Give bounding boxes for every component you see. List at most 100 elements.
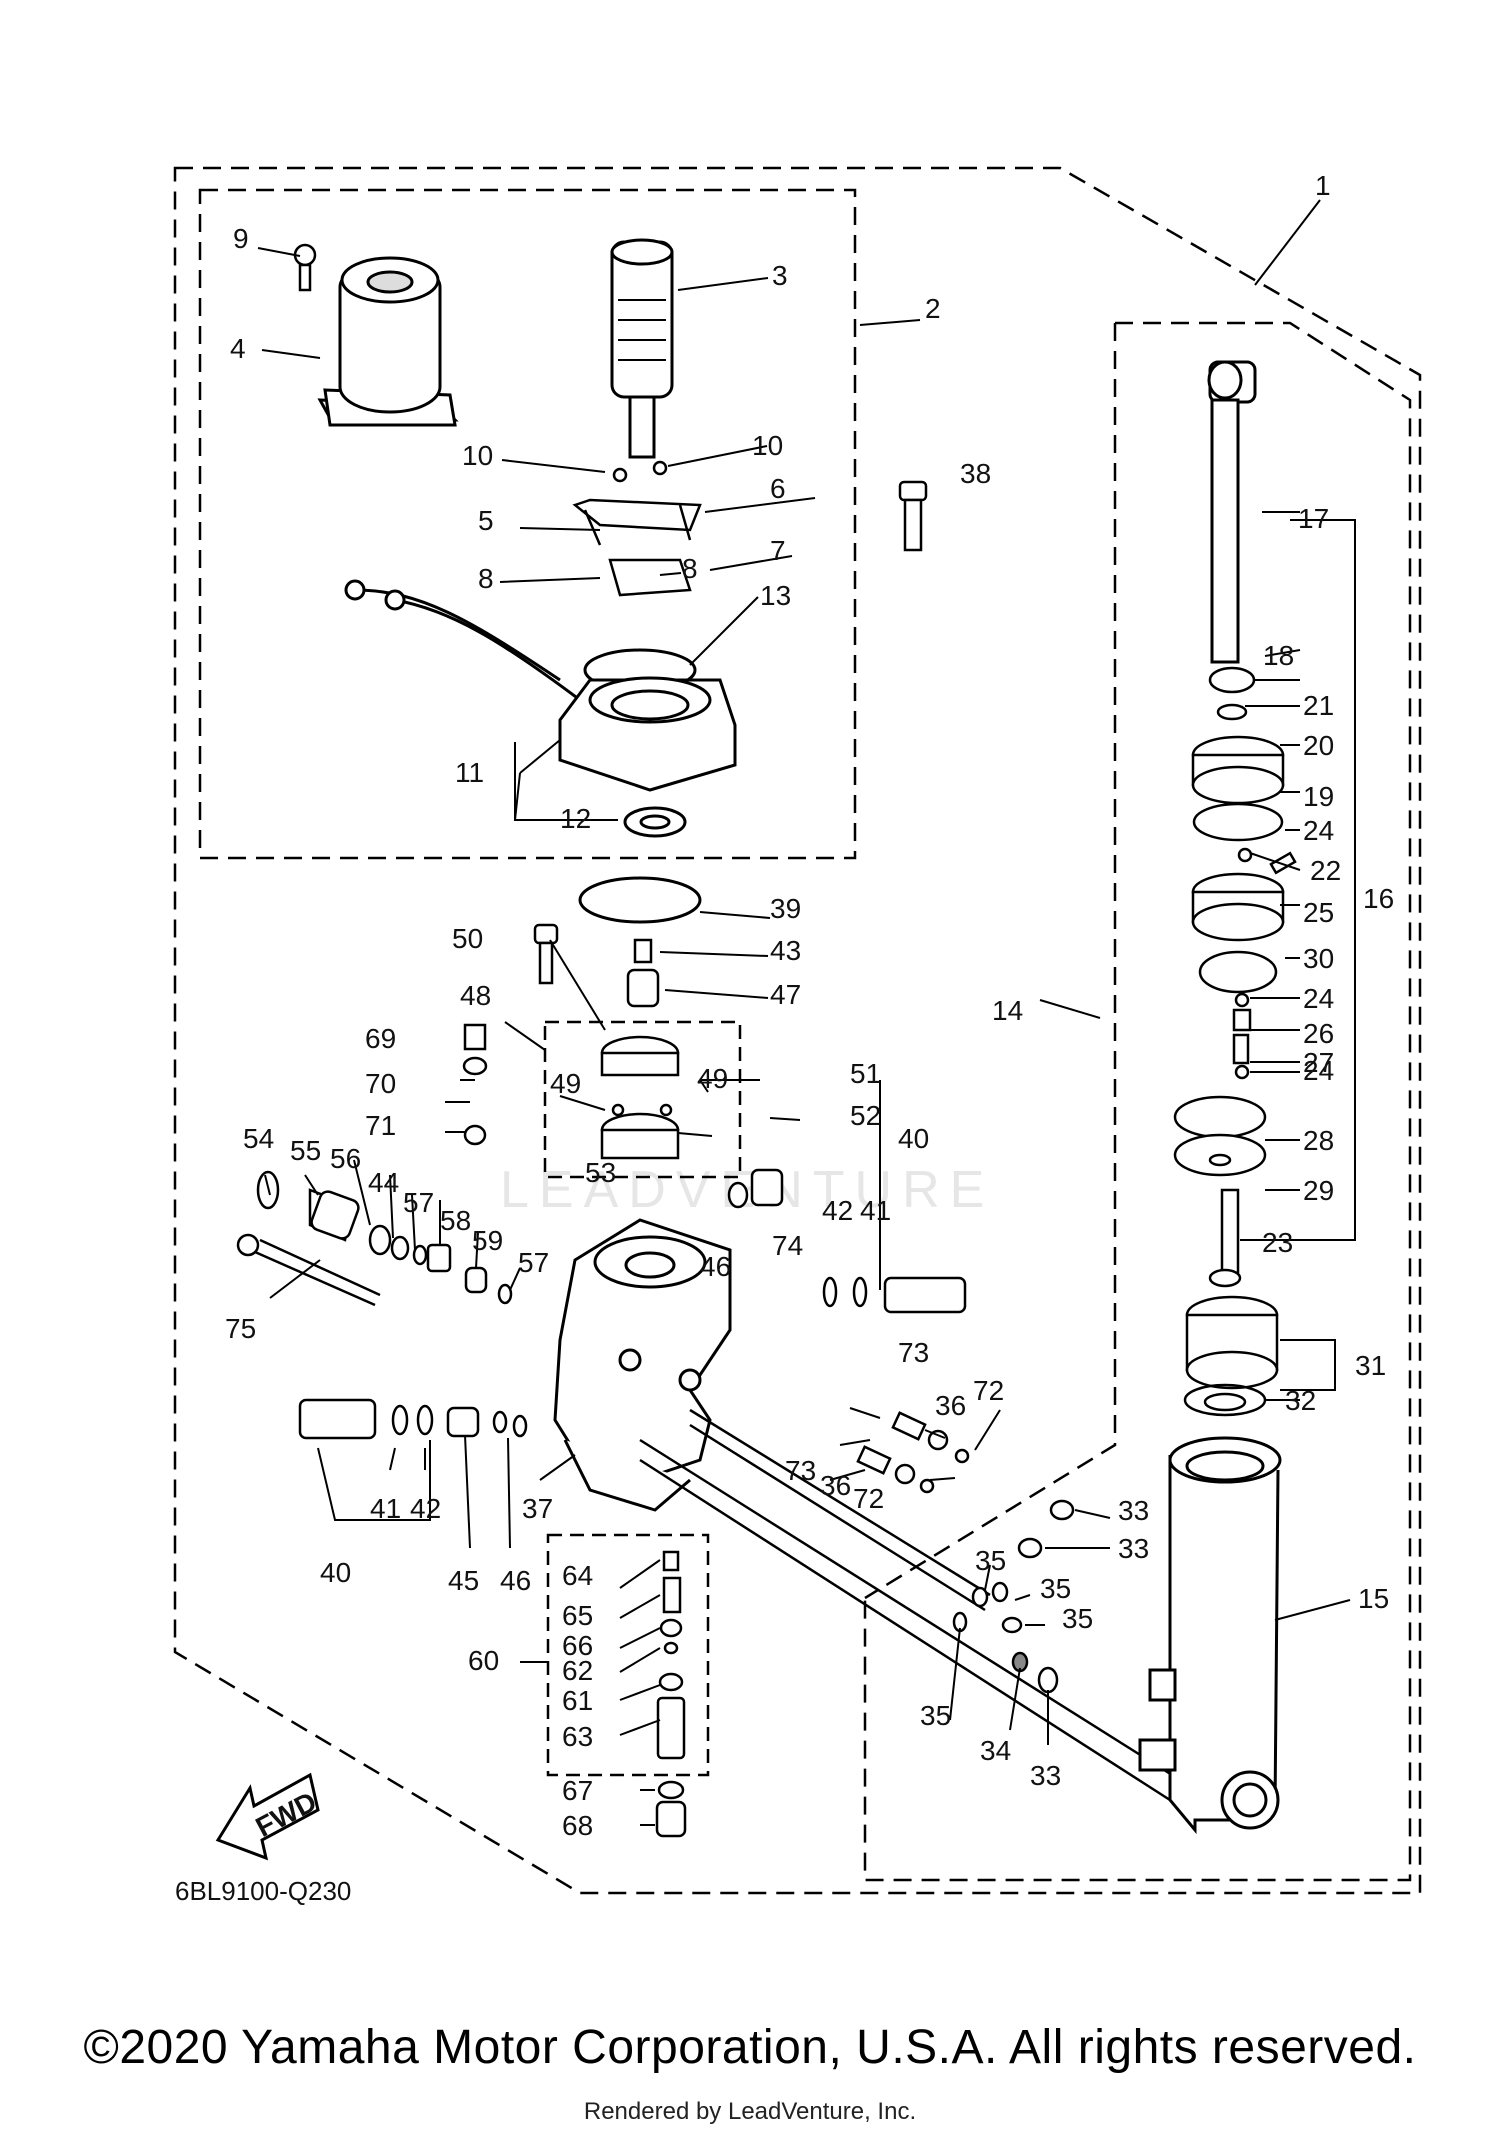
- part-label: 49: [697, 1063, 728, 1094]
- part-label: 62: [562, 1655, 593, 1686]
- filter-icon: [298, 1398, 528, 1440]
- manual-valve-box: [546, 1533, 710, 1777]
- filter-icon: [727, 1168, 967, 1314]
- part-label: 43: [770, 935, 801, 966]
- leader-lines: [257, 199, 1356, 1826]
- part-label: 40: [320, 1557, 351, 1588]
- fwd-arrow-icon: [215, 1772, 320, 1861]
- part-label: 31: [1355, 1350, 1386, 1381]
- part-label: 51: [850, 1058, 881, 1089]
- part-label: 1: [1315, 170, 1331, 201]
- part-label: 57: [403, 1187, 434, 1218]
- part-label: 8: [478, 563, 494, 594]
- o-ring-icon: [952, 1499, 1075, 1694]
- part-label: 19: [1303, 781, 1334, 812]
- part-label: 28: [1303, 1125, 1334, 1156]
- part-label: 56: [330, 1143, 361, 1174]
- part-label: 5: [478, 505, 494, 536]
- tilt-cylinder-box: [863, 321, 1412, 1882]
- gasket-icon: [578, 876, 702, 924]
- part-label: 60: [468, 1645, 499, 1676]
- part-label: 72: [973, 1375, 1004, 1406]
- part-label: 15: [1358, 1583, 1389, 1614]
- part-label: 49: [550, 1068, 581, 1099]
- part-label: 24: [1303, 815, 1334, 846]
- part-label: 46: [500, 1565, 531, 1596]
- outer-assembly-boundary: [173, 166, 1422, 1895]
- part-label: 72: [853, 1483, 884, 1514]
- part-label: 6: [770, 473, 786, 504]
- valve-box: [543, 1020, 742, 1179]
- part-label: 24: [1303, 983, 1334, 1014]
- part-label: 34: [980, 1735, 1011, 1766]
- part-label: 46: [700, 1251, 731, 1282]
- part-label: 33: [1118, 1495, 1149, 1526]
- part-label: 71: [365, 1110, 396, 1141]
- part-labels: 1 2 3 4 5 6 7 8 8 9 10 10 11 12 13 14 15…: [225, 170, 1394, 1841]
- part-label: 61: [562, 1685, 593, 1716]
- check-spring-icon: [462, 1023, 488, 1146]
- part-label: 32: [1285, 1385, 1316, 1416]
- part-label: 35: [975, 1545, 1006, 1576]
- part-label: 18: [1263, 640, 1294, 671]
- part-label: 57: [518, 1247, 549, 1278]
- cylinder-internals-icon: [1173, 666, 1297, 1417]
- part-label: 59: [472, 1225, 503, 1256]
- part-label: 30: [1303, 943, 1334, 974]
- part-label: 64: [562, 1560, 593, 1591]
- part-label: 29: [1303, 1175, 1334, 1206]
- part-label: 53: [585, 1157, 616, 1188]
- part-label: 66: [562, 1630, 593, 1661]
- part-label: 36: [935, 1390, 966, 1421]
- part-label: 4: [230, 333, 246, 364]
- part-label: 44: [368, 1167, 399, 1198]
- part-label: 47: [770, 979, 801, 1010]
- tilt-rod-icon: [1207, 360, 1257, 664]
- pipe-icon: [639, 1408, 1181, 1802]
- part-label: 17: [1298, 503, 1329, 534]
- part-label: 48: [460, 980, 491, 1011]
- part-label: 38: [960, 458, 991, 489]
- part-label: 16: [1363, 883, 1394, 914]
- drawing-code: 6BL9100-Q230: [175, 1876, 351, 1906]
- part-label: 27: [1303, 1047, 1334, 1078]
- part-label: 35: [1040, 1573, 1071, 1604]
- part-label: 10: [752, 430, 783, 461]
- long-bolt-icon: [236, 1233, 381, 1307]
- motor-assembly-box: [198, 188, 857, 860]
- part-label: 8: [682, 553, 698, 584]
- part-label: 9: [233, 223, 249, 254]
- part-label: 33: [1118, 1533, 1149, 1564]
- part-label: 2: [925, 293, 941, 324]
- part-label: 67: [562, 1775, 593, 1806]
- part-label: 13: [760, 580, 791, 611]
- bolt-icon: [898, 480, 928, 552]
- part-label: 35: [1062, 1603, 1093, 1634]
- lead-wire-icon: [344, 579, 581, 702]
- part-label: 33: [1030, 1760, 1061, 1791]
- part-label: 41: [370, 1493, 401, 1524]
- part-label: 69: [365, 1023, 396, 1054]
- check-ball-icon: [856, 1411, 970, 1494]
- part-label: 24: [1303, 1055, 1334, 1086]
- part-label: 50: [452, 923, 483, 954]
- part-label: 63: [562, 1721, 593, 1752]
- part-label: 35: [920, 1700, 951, 1731]
- part-label: 55: [290, 1135, 321, 1166]
- part-label: 42: [822, 1195, 853, 1226]
- part-label: 12: [560, 803, 591, 834]
- rendered-by-credit: Rendered by LeadVenture, Inc.: [583, 2098, 917, 2125]
- part-label: 20: [1303, 730, 1334, 761]
- part-label: 10: [462, 440, 493, 471]
- part-label: 36: [820, 1470, 851, 1501]
- pump-body-icon: [553, 1218, 732, 1512]
- part-label: 3: [772, 260, 788, 291]
- part-label: 65: [562, 1600, 593, 1631]
- part-label: 40: [898, 1123, 929, 1154]
- part-label: 70: [365, 1068, 396, 1099]
- motor-icon: [317, 256, 459, 427]
- motor-base-icon: [558, 676, 737, 792]
- part-label: 52: [850, 1100, 881, 1131]
- part-label: 21: [1303, 690, 1334, 721]
